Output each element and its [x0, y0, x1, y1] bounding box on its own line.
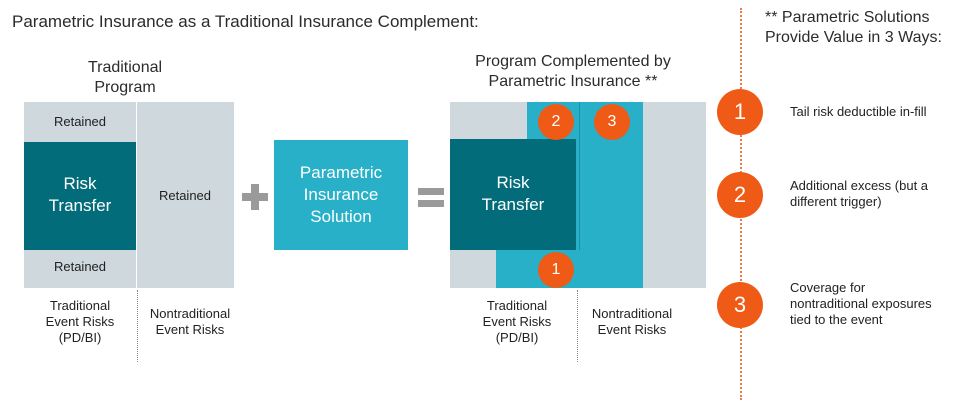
- complemented-traditional-line1: Traditional: [486, 298, 548, 313]
- traditional-dotted-divider: [137, 290, 138, 362]
- parametric-solution-line1: Parametric: [299, 163, 383, 182]
- retained-bottom-label: Retained: [53, 259, 107, 274]
- retained-right-label: Retained: [158, 188, 212, 203]
- risk-transfer-line1: Risk: [63, 174, 97, 193]
- badge-3: 3: [594, 104, 630, 140]
- complemented-risk-transfer-box: Risk Transfer: [450, 139, 576, 250]
- parametric-solution-line3: Solution: [310, 207, 372, 226]
- nontraditional-event-risks-line2: Event Risks: [155, 322, 225, 337]
- retained-top-label: Retained: [53, 114, 107, 129]
- value-way-2-line2: different trigger): [790, 194, 882, 209]
- badge-1: 1: [538, 252, 574, 288]
- value-way-3-line3: tied to the event: [790, 312, 883, 327]
- traditional-program-heading-line2: Program: [94, 79, 156, 96]
- nontraditional-event-risks-line1: Nontraditional: [149, 306, 231, 321]
- complemented-heading-line2: Parametric Insurance **: [488, 73, 658, 90]
- complemented-traditional-line3: (PD/BI): [495, 330, 539, 345]
- value-ways-heading: ** Parametric Solutions Provide Value in…: [765, 8, 970, 48]
- traditional-program-heading: Traditional Program: [40, 58, 210, 98]
- complemented-risk-transfer-line1: Risk: [496, 173, 530, 192]
- value-way-1-badge: 1: [717, 89, 763, 135]
- badge-2: 2: [538, 104, 574, 140]
- complemented-traditional-label: Traditional Event Risks (PD/BI): [462, 298, 572, 346]
- complemented-risk-transfer-line2: Transfer: [481, 195, 545, 214]
- parametric-solution-line2: Insurance: [303, 185, 379, 204]
- traditional-program-heading-line1: Traditional: [87, 59, 163, 76]
- complemented-heading-line1: Program Complemented by: [475, 53, 671, 70]
- value-way-3-text: Coverage for nontraditional exposures ti…: [790, 280, 970, 328]
- complemented-program-heading: Program Complemented by Parametric Insur…: [448, 52, 698, 92]
- value-way-3-badge: 3: [717, 282, 763, 328]
- nontraditional-event-risks-label: Nontraditional Event Risks: [140, 306, 240, 338]
- page-title: Parametric Insurance as a Traditional In…: [12, 12, 479, 31]
- complemented-nontraditional-line2: Event Risks: [597, 322, 667, 337]
- value-way-2-text: Additional excess (but a different trigg…: [790, 178, 970, 210]
- traditional-event-risks-line1: Traditional: [49, 298, 111, 313]
- parametric-solution-box: Parametric Insurance Solution: [274, 140, 408, 250]
- traditional-event-risks-label: Traditional Event Risks (PD/BI): [24, 298, 136, 346]
- plus-icon: [240, 182, 270, 212]
- complemented-traditional-line2: Event Risks: [482, 314, 552, 329]
- complemented-nontraditional-label: Nontraditional Event Risks: [582, 306, 682, 338]
- complemented-dotted-divider: [577, 290, 578, 362]
- traditional-event-risks-line3: (PD/BI): [58, 330, 102, 345]
- value-way-1-text: Tail risk deductible in-fill: [790, 104, 970, 120]
- value-way-2-line1: Additional excess (but a: [790, 178, 929, 193]
- traditional-program-divider: [136, 102, 137, 288]
- value-way-3-line2: nontraditional exposures: [790, 296, 932, 311]
- value-way-3-line1: Coverage for: [790, 280, 866, 295]
- value-ways-heading-line2: Provide Value in 3 Ways:: [765, 29, 942, 46]
- value-ways-heading-line1: ** Parametric Solutions: [765, 9, 930, 26]
- risk-transfer-box: Risk Transfer: [24, 142, 136, 250]
- equals-icon: [416, 182, 446, 212]
- risk-transfer-line2: Transfer: [48, 196, 112, 215]
- parametric-column-divider: [579, 102, 580, 250]
- value-way-1-line1: Tail risk deductible in-fill: [790, 104, 927, 119]
- complemented-nontraditional-line1: Nontraditional: [591, 306, 673, 321]
- value-way-2-badge: 2: [717, 172, 763, 218]
- traditional-event-risks-line2: Event Risks: [45, 314, 115, 329]
